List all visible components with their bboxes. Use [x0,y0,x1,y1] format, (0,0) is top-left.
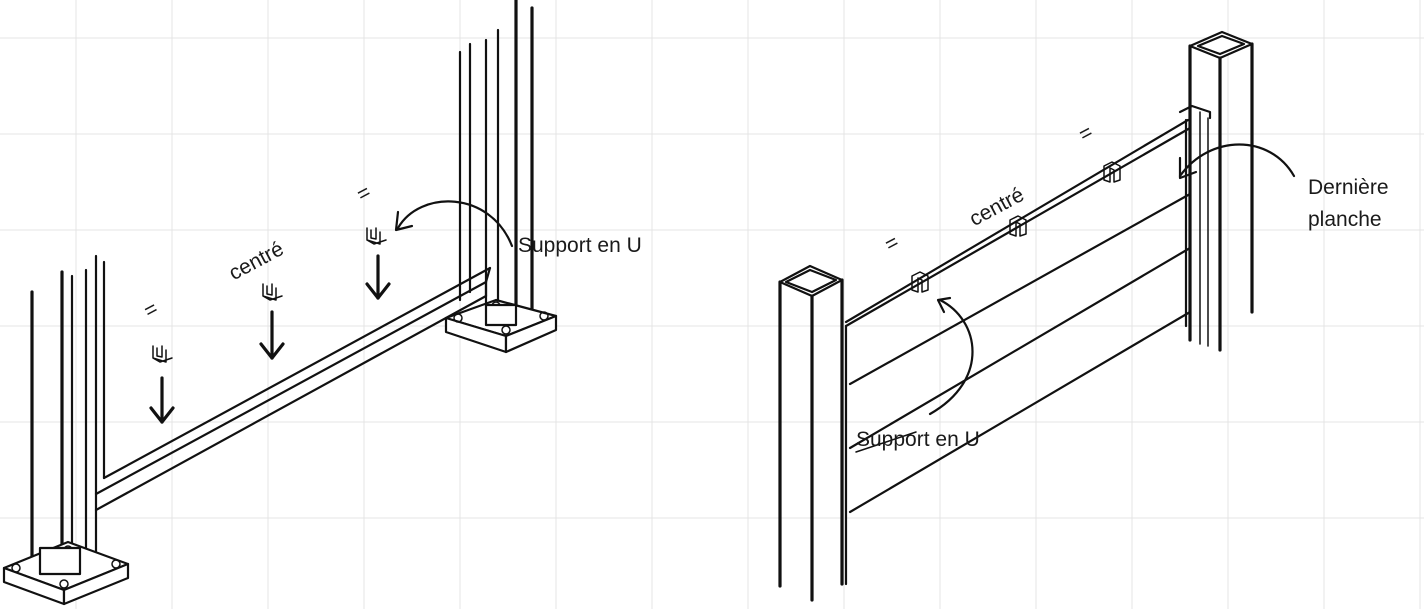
down-arrow-icon [149,376,175,424]
equal-mark-right: = [353,180,375,206]
down-arrow-icon [259,310,285,360]
left-figure-left-post [30,254,106,577]
curved-arrow-icon [1178,143,1296,180]
right-figure-left-post [778,264,844,602]
left-figure-bottom-rail [94,266,492,512]
left-figure: = centré = Support en U [2,0,642,606]
centered-label: centré [225,237,287,285]
right-figure-panel [844,104,1212,586]
u-clip-icon [911,271,929,293]
right-figure: = centré = Dernière planche Support en U [778,30,1389,602]
curved-arrow-icon [928,296,974,416]
u-support-label: Support en U [856,428,980,451]
support-leader-line [855,431,917,453]
curved-arrow-icon [394,200,514,248]
equal-mark-right: = [1075,120,1097,146]
u-clip-icon [366,227,387,245]
u-support-label: Support en U [518,234,642,257]
down-arrow-icon [365,254,391,300]
left-figure-right-base [444,298,558,354]
u-clip-icon [262,283,283,301]
equal-mark-left: = [881,230,903,256]
u-clip-icon [152,345,173,363]
left-figure-right-post [458,0,534,312]
left-figure-left-base [2,540,130,606]
right-figure-right-post [1188,30,1254,352]
u-clip-icon [1103,161,1121,183]
u-clip-icon [1009,215,1027,237]
equal-mark-left: = [140,297,162,323]
last-board-label-line1: Dernière [1308,176,1389,199]
last-board-label-line2: planche [1308,208,1382,231]
